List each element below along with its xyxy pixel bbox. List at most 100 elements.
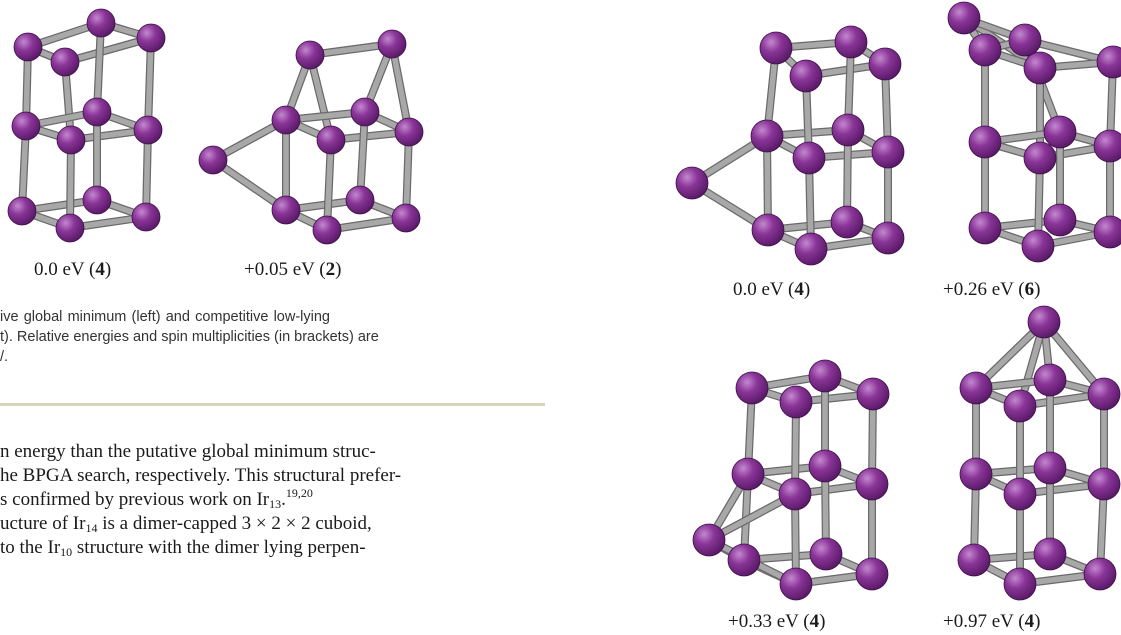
energy-label-right-1: 0.0 eV (4) bbox=[733, 279, 811, 300]
iridium-atom bbox=[959, 371, 993, 405]
iridium-atom bbox=[968, 125, 1002, 159]
iridium-atom bbox=[830, 205, 864, 239]
bond-fill bbox=[307, 52, 334, 143]
iridium-atom bbox=[957, 543, 991, 577]
iridium-atom bbox=[82, 185, 112, 215]
energy-label-left-2: +0.05 eV (2) bbox=[244, 259, 342, 280]
iridium-atom bbox=[792, 141, 826, 175]
iridium-atom bbox=[198, 145, 228, 175]
iridium-atom bbox=[1023, 51, 1057, 85]
iridium-atom bbox=[1003, 477, 1037, 511]
iridium-atom bbox=[1033, 363, 1067, 397]
iridium-atom bbox=[1093, 215, 1121, 249]
energy-label-left-1: 0.0 eV (4) bbox=[34, 259, 112, 280]
iridium-atom bbox=[7, 196, 37, 226]
iridium-atom bbox=[1087, 467, 1121, 501]
iridium-atom bbox=[735, 371, 769, 405]
iridium-atom bbox=[871, 221, 905, 255]
iridium-atom bbox=[855, 557, 889, 591]
iridium-atom bbox=[779, 385, 813, 419]
iridium-atom bbox=[1087, 377, 1121, 411]
iridium-atom bbox=[808, 359, 842, 393]
iridium-atom bbox=[1096, 45, 1121, 79]
iridium-atom bbox=[312, 215, 342, 245]
iridium-atom bbox=[1027, 305, 1061, 339]
iridium-atom bbox=[11, 111, 41, 141]
body-line-1: n energy than the putative global minimu… bbox=[0, 441, 376, 462]
iridium-atom bbox=[1023, 141, 1057, 175]
iridium-atom bbox=[871, 135, 905, 169]
iridium-atom bbox=[868, 47, 902, 81]
iridium-atom bbox=[808, 449, 842, 483]
figure-caption: ive global minimum (left) and competitiv… bbox=[0, 309, 379, 365]
iridium-atom bbox=[271, 195, 301, 225]
iridium-atom bbox=[1003, 389, 1037, 423]
iridium-atom bbox=[675, 166, 709, 200]
iridium-atom bbox=[855, 467, 889, 501]
iridium-atom bbox=[136, 23, 166, 53]
iridium-atom bbox=[947, 1, 981, 35]
cluster-left-2-bonds bbox=[209, 40, 413, 234]
iridium-atom bbox=[968, 33, 1002, 67]
iridium-atom bbox=[391, 203, 421, 233]
iridium-atom bbox=[295, 40, 325, 70]
body-paragraph: n energy than the putative global minimu… bbox=[0, 440, 401, 560]
iridium-atom bbox=[750, 119, 784, 153]
cluster-right-3-atoms bbox=[692, 359, 890, 601]
iridium-atom bbox=[377, 29, 407, 59]
iridium-atom bbox=[394, 117, 424, 147]
atoms-layer bbox=[7, 1, 1121, 601]
iridium-atom bbox=[1093, 129, 1121, 163]
iridium-atom bbox=[1043, 115, 1077, 149]
bond-fill bbox=[389, 41, 412, 135]
cluster-right-4-atoms bbox=[957, 305, 1121, 601]
iridium-atom bbox=[759, 31, 793, 65]
iridium-atom bbox=[86, 8, 116, 38]
iridium-atom bbox=[794, 232, 828, 266]
body-line-2: he BPGA search, respectively. This struc… bbox=[0, 465, 402, 486]
bond-fill bbox=[357, 109, 368, 203]
iridium-atom bbox=[809, 537, 843, 571]
energy-label-right-3: +0.33 eV (4) bbox=[728, 611, 826, 632]
bond-fill bbox=[143, 127, 151, 220]
section-divider bbox=[0, 403, 545, 406]
bond-fill bbox=[210, 157, 289, 213]
iridium-atom bbox=[56, 125, 86, 155]
iridium-atom bbox=[13, 32, 43, 62]
iridium-atom bbox=[751, 213, 785, 247]
body-line-3: s confirmed by previous work on Ir13.19,… bbox=[0, 486, 313, 511]
iridium-atom bbox=[856, 377, 890, 411]
body-line-5: to the Ir10 structure with the dimer lyi… bbox=[0, 537, 366, 559]
iridium-atom bbox=[1043, 203, 1077, 237]
iridium-atom bbox=[1083, 557, 1117, 591]
bond-fill bbox=[145, 35, 154, 133]
iridium-atom bbox=[789, 59, 823, 93]
iridium-atom bbox=[831, 113, 865, 147]
iridium-atom bbox=[779, 567, 813, 601]
cluster-right-1-atoms bbox=[675, 25, 905, 266]
cluster-right-2-atoms bbox=[947, 1, 1121, 263]
cluster-left-2-atoms bbox=[198, 29, 424, 245]
iridium-atom bbox=[959, 457, 993, 491]
iridium-atom bbox=[1033, 537, 1067, 571]
iridium-atom bbox=[731, 457, 765, 491]
iridium-atom bbox=[1003, 567, 1037, 601]
bond-fill bbox=[67, 137, 74, 231]
cluster-left-1-atoms bbox=[7, 8, 166, 243]
iridium-atom bbox=[55, 213, 85, 243]
iridium-atom bbox=[1008, 23, 1042, 57]
iridium-atom bbox=[968, 211, 1002, 245]
iridium-atom bbox=[82, 97, 112, 127]
iridium-atom bbox=[345, 185, 375, 215]
energy-label-right-4: +0.97 eV (4) bbox=[943, 611, 1041, 632]
energy-label-right-2: +0.26 eV (6) bbox=[943, 279, 1041, 300]
bond-fill bbox=[94, 20, 104, 115]
iridium-atom bbox=[350, 97, 380, 127]
iridium-atom bbox=[131, 202, 161, 232]
iridium-atom bbox=[834, 25, 868, 59]
iridium-atom bbox=[778, 477, 812, 511]
body-line-4: ucture of Ir14 is a dimer-capped 3 × 2 ×… bbox=[0, 513, 372, 535]
bond-fill bbox=[62, 35, 154, 65]
bond-fill bbox=[324, 137, 334, 233]
